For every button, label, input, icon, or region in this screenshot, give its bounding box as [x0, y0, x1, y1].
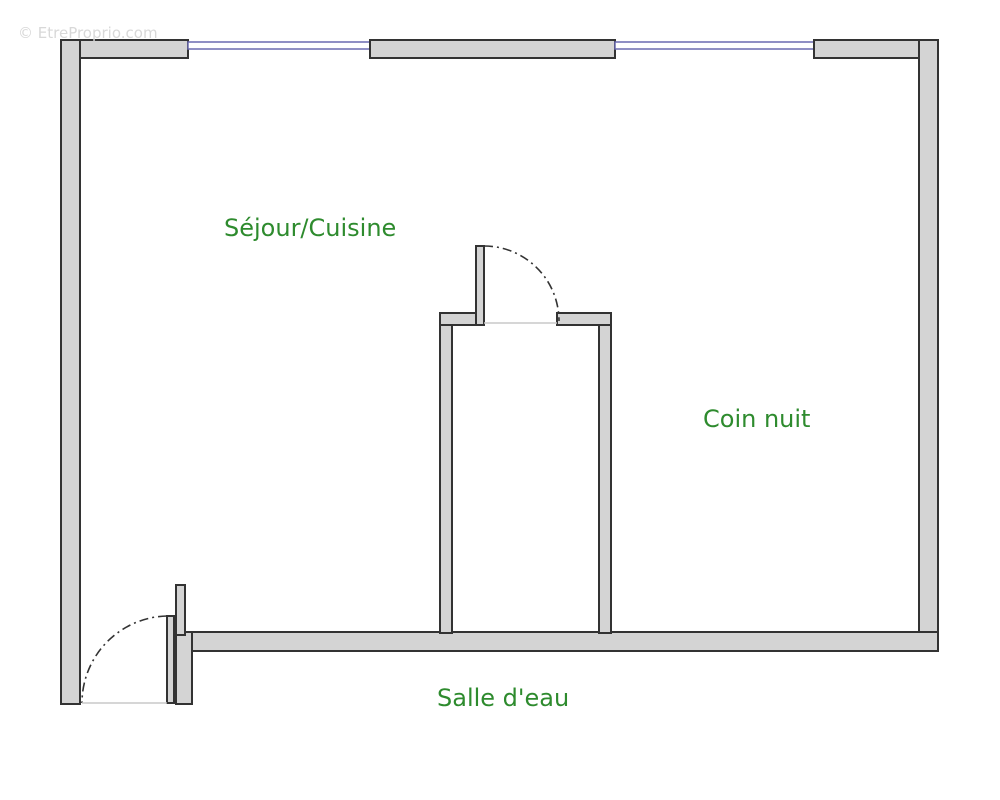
bathroom-top-right-wall [556, 312, 612, 326]
bathroom-door-swing [483, 245, 560, 322]
bottom-wall [175, 631, 939, 652]
bathroom-door-leaf [475, 245, 485, 326]
entry-door-swing [81, 615, 168, 704]
label-coin-nuit: Coin nuit [703, 405, 810, 433]
top-wall-middle [369, 39, 616, 59]
right-wall [918, 39, 939, 652]
bathroom-left-wall [439, 312, 453, 634]
entry-door-leaf [166, 615, 175, 704]
bathroom-right-wall [598, 312, 612, 634]
watermark: © EtreProprio.com [18, 24, 158, 42]
window-left [187, 41, 371, 50]
window-right [614, 41, 815, 50]
left-wall [60, 39, 81, 705]
label-salle-eau: Salle d'eau [437, 684, 569, 712]
label-sejour-cuisine: Séjour/Cuisine [224, 214, 396, 242]
entry-door-stub [175, 584, 186, 636]
entry-jamb [175, 631, 193, 705]
